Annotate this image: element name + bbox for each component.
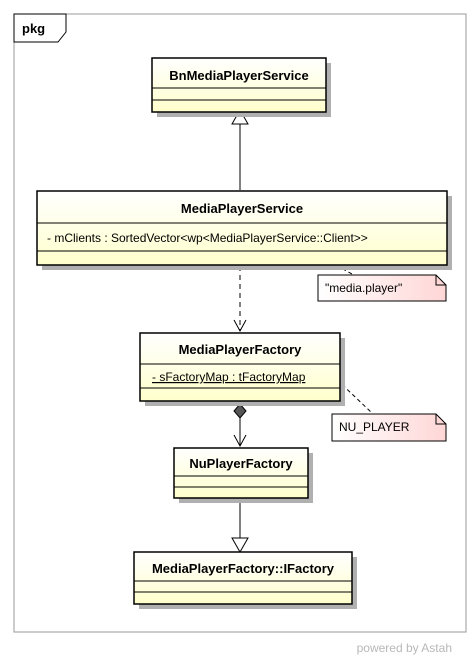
package-frame: pkg <box>13 13 467 633</box>
class-name: MediaPlayerFactory::IFactory <box>152 561 335 576</box>
dependency-service-to-factory <box>233 266 247 333</box>
class-nu-player-factory[interactable]: NuPlayerFactory <box>173 447 313 503</box>
package-label: pkg <box>22 21 45 36</box>
note-nu-player[interactable]: NU_PLAYER <box>331 413 447 442</box>
attribute-mclients: - mClients : SortedVector<wp<MediaPlayer… <box>47 231 368 245</box>
dependency-arrowhead <box>233 319 247 333</box>
composition-factory-to-nuplayer <box>233 403 247 448</box>
powered-by-watermark: powered by Astah <box>357 641 452 655</box>
class-ifactory[interactable]: MediaPlayerFactory::IFactory <box>133 551 357 609</box>
class-bn-media-player-service[interactable]: BnMediaPlayerService <box>151 57 331 117</box>
realization-nuplayer-to-ifactory <box>231 498 249 554</box>
generalization-service-to-bn <box>231 108 249 190</box>
realization-arrowhead <box>231 537 249 554</box>
class-name: NuPlayerFactory <box>189 456 293 471</box>
class-media-player-factory[interactable]: MediaPlayerFactory - sFactoryMap : tFact… <box>139 332 345 406</box>
package-tab <box>13 13 67 43</box>
class-media-player-service[interactable]: MediaPlayerService - mClients : SortedVe… <box>36 190 452 270</box>
class-name: BnMediaPlayerService <box>169 68 308 83</box>
composition-arrowhead <box>233 434 247 448</box>
attribute-sfactorymap: - sFactoryMap : tFactoryMap <box>152 370 306 384</box>
note-text: NU_PLAYER <box>339 420 410 434</box>
class-name: MediaPlayerFactory <box>179 342 303 357</box>
note-text: "media.player" <box>325 281 402 295</box>
class-name: MediaPlayerService <box>181 201 303 216</box>
composition-diamond <box>233 403 247 419</box>
note-media-player[interactable]: "media.player" <box>317 274 447 302</box>
